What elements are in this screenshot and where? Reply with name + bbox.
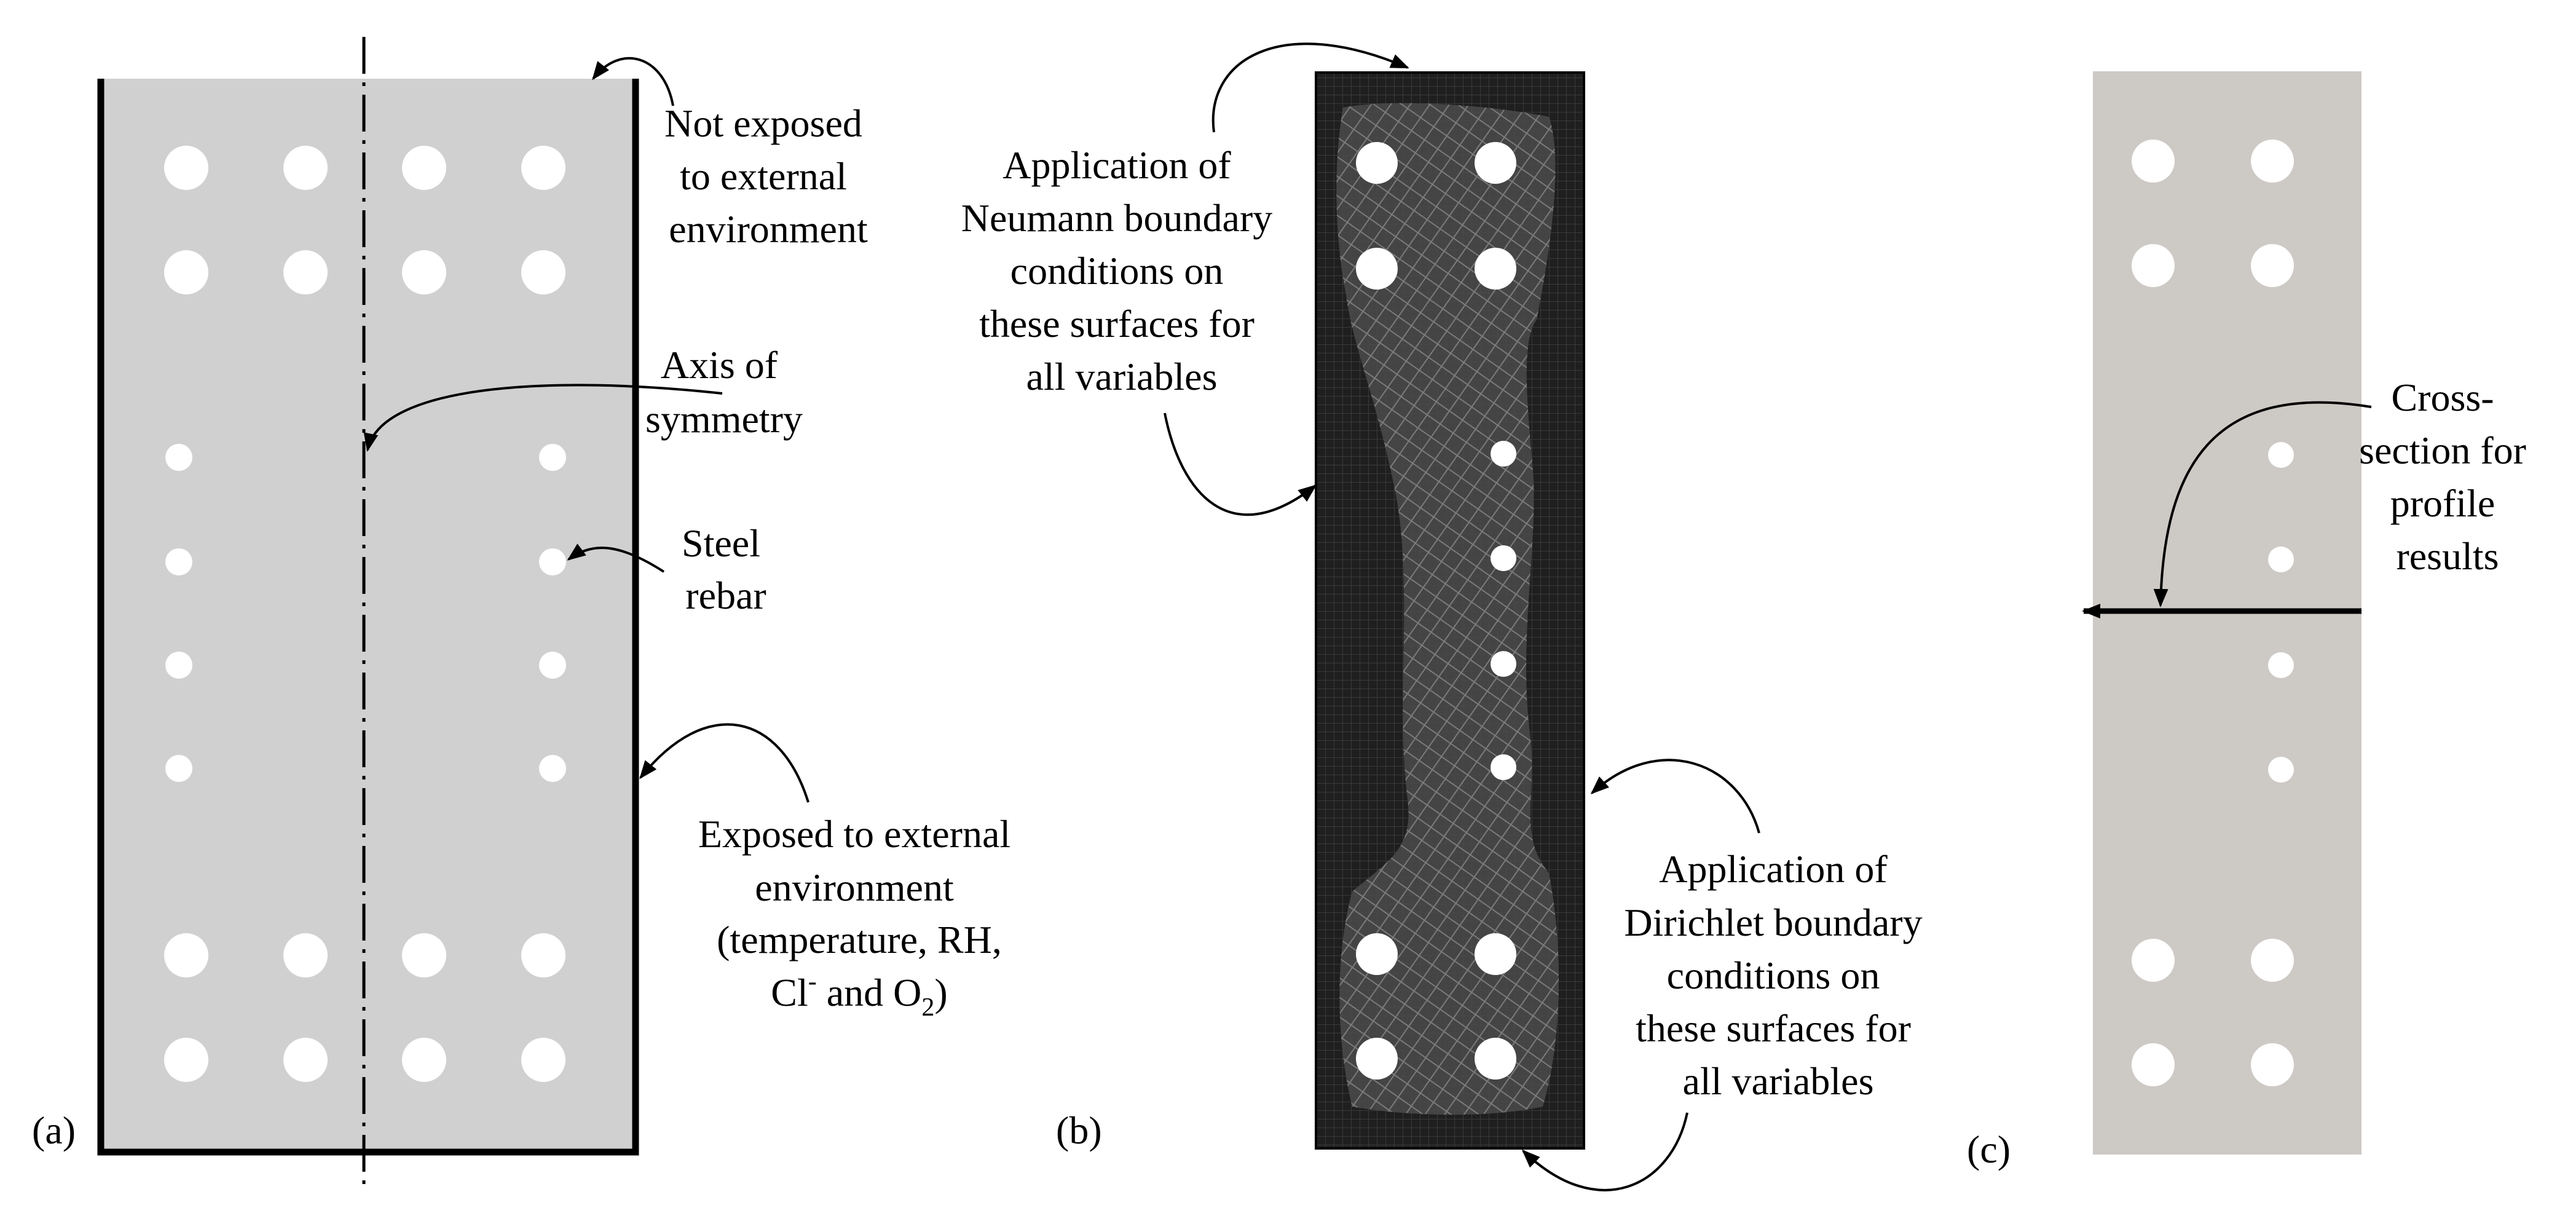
rebar — [521, 250, 565, 294]
rebar — [164, 146, 208, 190]
rebar — [2268, 652, 2294, 678]
rebar — [2132, 140, 2175, 183]
rebars-large-b — [1356, 142, 1516, 1080]
rebar — [2268, 547, 2294, 572]
rebar — [2132, 244, 2175, 287]
rebars-large-c — [2132, 140, 2294, 1086]
rebar — [2251, 140, 2294, 183]
rebar — [165, 652, 192, 679]
panel-b: Application of Neumann boundary conditio… — [961, 42, 1932, 1191]
panel-c-label: (c) — [1967, 1127, 2011, 1171]
rebars-small-b — [1491, 441, 1516, 780]
panel-a: Not exposed to external environment Axis… — [32, 37, 1020, 1191]
rebar — [1475, 248, 1516, 290]
rebar — [165, 755, 192, 782]
panel-b-label: (b) — [1056, 1108, 1102, 1152]
neumann-arrow-top — [1211, 42, 1409, 133]
axis-label: Axis of symmetry — [645, 343, 803, 441]
rebar — [402, 1038, 446, 1082]
dirichlet-arrow-bottom — [1521, 1112, 1688, 1191]
rebar — [1475, 142, 1516, 184]
exposed-species-label: Cl- and O2) — [771, 968, 947, 1022]
mesh-refinement-region — [1336, 103, 1559, 1115]
rebar — [539, 444, 566, 471]
rebar — [1491, 651, 1516, 677]
exposed-arrow — [639, 723, 809, 803]
rebar — [164, 1038, 208, 1082]
rebar-arrow — [567, 543, 665, 573]
panel-c: Cross- section for profile results (c) — [1967, 71, 2536, 1171]
rebar — [539, 548, 566, 575]
not-exposed-arrow — [592, 57, 674, 106]
rebar — [2251, 244, 2294, 287]
rebar — [1475, 1038, 1516, 1080]
rebar — [402, 146, 446, 190]
rebar — [1356, 933, 1398, 975]
axis-arrow — [363, 384, 723, 452]
neumann-arrow-side — [1164, 413, 1317, 516]
rebars-large-a — [164, 146, 565, 1082]
rebar — [1491, 545, 1516, 571]
rebar — [2251, 1043, 2294, 1086]
exposed-boundary-a — [97, 79, 639, 1156]
rebar — [2251, 939, 2294, 982]
rebar — [521, 146, 565, 190]
rebar — [1356, 248, 1398, 290]
rebar — [402, 250, 446, 294]
rebar — [1356, 142, 1398, 184]
rebar — [164, 933, 208, 977]
exposed-label: Exposed to external environment (tempera… — [698, 812, 1020, 961]
rebar — [402, 933, 446, 977]
cross-section-label: Cross- section for profile results — [2359, 376, 2536, 578]
rebar — [283, 1038, 328, 1082]
rebar — [283, 146, 328, 190]
rebar — [165, 444, 192, 471]
rebar-label: Steel rebar — [682, 521, 770, 617]
rebar — [164, 250, 208, 294]
rebar — [2132, 1043, 2175, 1086]
rebar — [521, 1038, 565, 1082]
cross-section-arrow — [2153, 401, 2372, 607]
rebar — [1475, 933, 1516, 975]
not-exposed-label: Not exposed to external environment — [664, 101, 872, 251]
rebar — [165, 548, 192, 575]
rebar — [2268, 757, 2294, 783]
rebar — [539, 755, 566, 782]
rebar — [539, 652, 566, 679]
rebar — [521, 933, 565, 977]
neumann-label: Application of Neumann boundary conditio… — [961, 143, 1283, 398]
rebar — [283, 250, 328, 294]
rebar — [1491, 441, 1516, 467]
rebar — [1356, 1038, 1398, 1080]
concrete-section-a — [101, 79, 636, 1152]
panel-a-label: (a) — [32, 1108, 76, 1152]
rebar — [2268, 442, 2294, 468]
dirichlet-arrow-side — [1590, 759, 1760, 834]
dirichlet-label: Application of Dirichlet boundary condit… — [1624, 847, 1932, 1103]
rebar — [1491, 754, 1516, 780]
rebars-small-c — [2268, 442, 2294, 783]
rebar — [2132, 939, 2175, 982]
rebars-small-a — [165, 444, 566, 782]
rebar — [283, 933, 328, 977]
